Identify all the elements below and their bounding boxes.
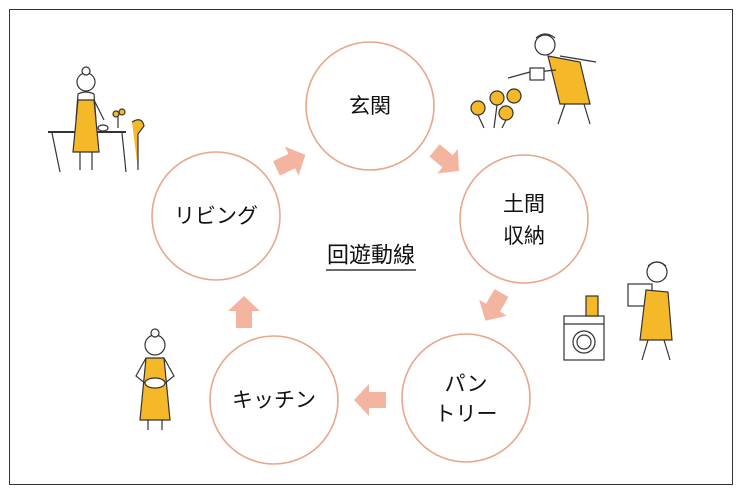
node-circle-doma [459,154,589,284]
node-circle-pantry [401,333,531,463]
woman-at-table-illustration [48,66,145,173]
flow-arrow-genkan-to-doma [429,144,460,174]
flow-arrow-living-to-genkan [273,146,306,176]
flow-arrow-doma-to-pantry [479,289,509,321]
woman-watering-flowers-illustration [470,33,597,129]
center-title: 回遊動線 [327,244,415,269]
node-label-living: リビング [174,204,258,228]
woman-with-pot-illustration [135,328,175,430]
node-label-kitchen: キッチン [232,388,316,412]
node-circle-living [151,151,281,281]
flow-arrow-kitchen-to-living [228,296,260,328]
washing-machine-illustration [563,295,605,361]
flow-arrow-pantry-to-kitchen [354,384,386,416]
node-label-pantry-line2: トリー [435,402,498,426]
node-circle-kitchen [209,335,339,465]
diagram-frame [9,9,733,485]
node-circle-genkan [305,41,435,171]
node-label-pantry-line1: パン [444,372,487,396]
woman-carrying-laundry-illustration [627,261,673,361]
node-label-genkan: 玄関 [349,94,391,118]
node-label-doma-line2: 収納 [503,224,545,248]
node-label-doma-line1: 土間 [503,192,545,216]
